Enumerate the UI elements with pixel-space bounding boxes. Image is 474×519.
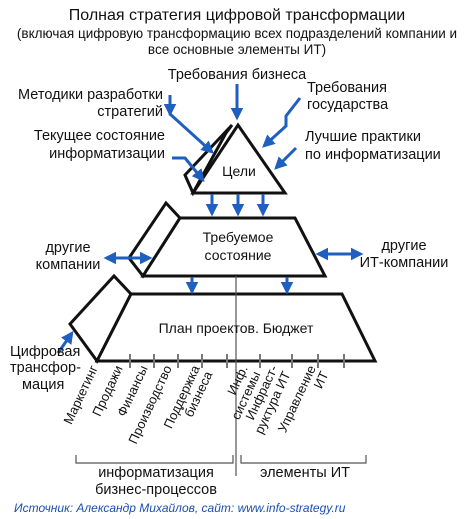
label-gov-line-2: государства: [307, 97, 389, 113]
other-companies-line-2: компании: [36, 257, 101, 273]
digital-transformation-line-1: Цифровая: [10, 344, 80, 360]
label-best-line-2: по информатизации: [305, 147, 441, 163]
column-labels: МаркетингПродажиФинансыПроизводствоПодде…: [60, 362, 331, 446]
source-credit: Источник: Александр Михайлов, сайт: www.…: [14, 501, 346, 515]
brackets: [75, 455, 367, 464]
arrow-digital: [56, 330, 74, 354]
title-line-2: (включая цифровую трансформацию всех под…: [17, 26, 457, 41]
group-it: элементы ИТ: [260, 465, 350, 481]
target-state-line-2: состояние: [205, 247, 272, 263]
plan-ticks: [129, 354, 345, 368]
other-it-line-1: другие: [381, 238, 426, 254]
label-methods-line-1: Методики разработки: [18, 87, 163, 103]
goals-triangle: [190, 122, 288, 195]
group-business-line-2: бизнес-процессов: [95, 482, 217, 498]
digital-transformation-line-2: трансфор-: [10, 360, 81, 376]
goals-label: Цели: [222, 163, 256, 179]
label-business-requirements: Требования бизнеса: [168, 67, 307, 83]
title-line-3: все основные элементы ИТ): [148, 42, 326, 57]
bracket-it: [240, 455, 367, 464]
label-methods-line-2: стратегий: [97, 104, 163, 120]
label-current-line-1: Текущее состояние: [34, 128, 165, 144]
digital-transformation-line-3: мация: [22, 377, 64, 393]
arrow-best: [274, 146, 298, 170]
arrow-current: [172, 156, 205, 182]
target-trapezoid: [140, 216, 328, 278]
side-arrows: [103, 247, 364, 265]
target-state-line-1: Требуемое: [203, 229, 274, 245]
group-business-line-1: информатизация: [98, 465, 214, 481]
arrows: [56, 84, 302, 354]
title-line-1: Полная стратегия цифровой трансформации: [69, 7, 405, 24]
it-column-line: ИТ: [311, 369, 332, 391]
arrow-methods-bend: [168, 108, 214, 154]
other-it-line-2: ИТ-компании: [360, 255, 449, 271]
pyramid: [68, 122, 378, 364]
label-gov-line-1: Требования: [307, 80, 387, 96]
arrow-gov: [262, 97, 302, 148]
other-companies-line-1: другие: [45, 240, 90, 256]
bracket-business: [75, 455, 234, 464]
label-best-line-1: Лучшие практики: [305, 129, 421, 145]
plan-budget-label: План проектов. Бюджет: [159, 320, 314, 336]
label-current-line-2: информатизации: [49, 146, 165, 162]
